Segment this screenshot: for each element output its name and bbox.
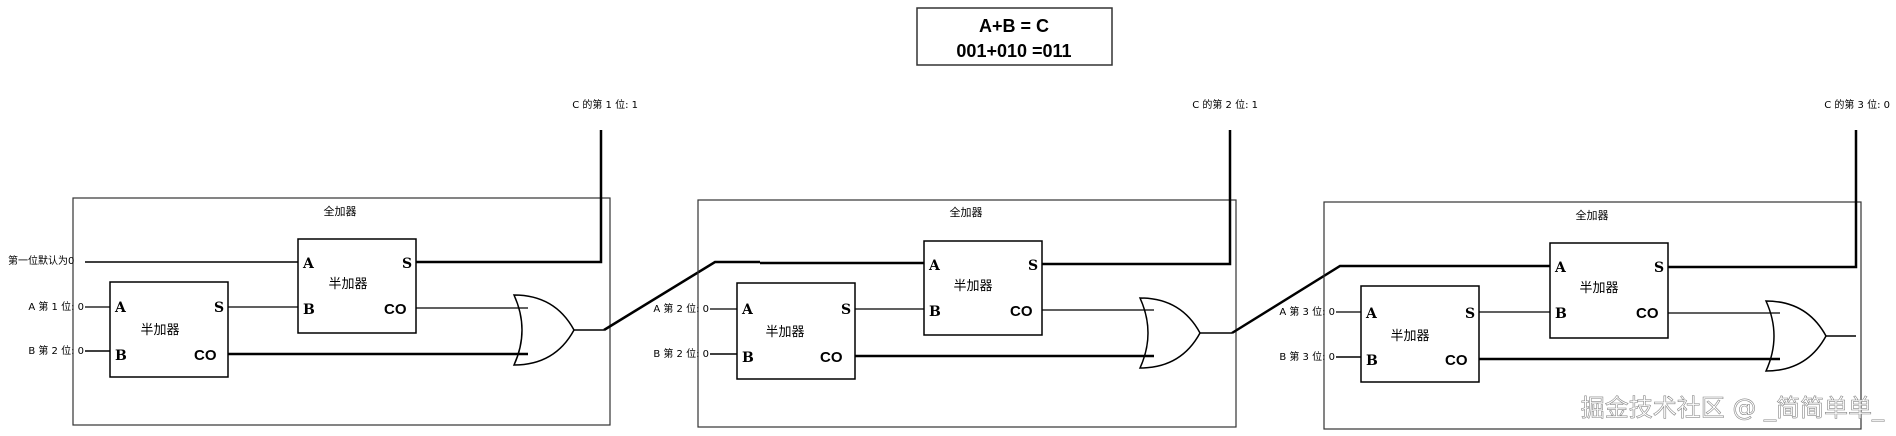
full-adder-label: 全加器 xyxy=(324,204,357,218)
pin-a-label: A xyxy=(741,302,754,318)
or-gate xyxy=(1138,297,1201,369)
output-label: C 的第 1 位: 1 xyxy=(572,98,638,111)
pin-a-label: A xyxy=(114,300,127,316)
full-adder-label: 全加器 xyxy=(950,205,983,219)
pin-co-label: CO xyxy=(1010,303,1033,320)
input-a-label: A 第 2 位: 0 xyxy=(653,302,709,315)
full-adder-2: 全加器 A B S CO 半加器 A B S CO 半加器 xyxy=(653,98,1385,428)
full-adder-3: 全加器 A B S CO 半加器 A B S CO 半加器 xyxy=(1279,98,1890,430)
pin-co-label: CO xyxy=(384,301,407,318)
title-example: 001+010 =011 xyxy=(956,41,1071,61)
input-a-label: A 第 1 位: 0 xyxy=(28,300,84,313)
pin-co-label: CO xyxy=(1445,352,1468,369)
pin-s-label: S xyxy=(841,302,851,318)
watermark: 掘金技术社区 @ _简简单单_ xyxy=(1581,394,1885,422)
pin-a-label: A xyxy=(302,256,315,272)
pin-s-label: S xyxy=(402,256,412,272)
pin-b-label: B xyxy=(1366,353,1378,369)
wires xyxy=(85,130,760,356)
full-adder-label: 全加器 xyxy=(1576,208,1609,222)
half-adder-label: 半加器 xyxy=(1390,329,1429,344)
pin-b-label: B xyxy=(115,348,127,364)
pin-s-label: S xyxy=(1028,258,1038,274)
pin-co-label: CO xyxy=(820,349,843,366)
input-b-label: B 第 3 位: 0 xyxy=(1279,350,1335,363)
full-adder-frame xyxy=(72,197,611,426)
half-adder-label: 半加器 xyxy=(328,277,367,292)
pin-b-label: B xyxy=(303,302,315,318)
title-equation: A+B = C xyxy=(979,16,1049,36)
half-adder-1: A B S CO 半加器 xyxy=(736,282,856,380)
input-a-label: A 第 3 位: 0 xyxy=(1279,305,1335,318)
pin-a-label: A xyxy=(928,258,941,274)
input-carry-label: 第一位默认为0 xyxy=(8,254,74,267)
half-adder-label: 半加器 xyxy=(765,325,804,340)
title-box: A+B = C 001+010 =011 xyxy=(916,7,1113,66)
output-label: C 的第 2 位: 1 xyxy=(1192,98,1258,111)
full-adder-frame xyxy=(1323,201,1862,430)
half-adder-2: A B S CO 半加器 xyxy=(1549,242,1669,339)
or-gate xyxy=(1764,300,1827,372)
pin-a-label: A xyxy=(1365,306,1378,322)
input-b-label: B 第 2 位: 0 xyxy=(28,344,84,357)
full-adder-frame xyxy=(697,199,1237,428)
half-adder-label: 半加器 xyxy=(1579,281,1618,296)
half-adder-label: 半加器 xyxy=(953,279,992,294)
wires xyxy=(710,130,1385,358)
input-b-label: B 第 2 位: 0 xyxy=(653,347,709,360)
pin-a-label: A xyxy=(1554,260,1567,276)
half-adder-2: A B S CO 半加器 xyxy=(297,238,417,334)
full-adder-1: 全加器 A B S CO 半加器 A B S CO 半加器 xyxy=(8,98,760,426)
pin-b-label: B xyxy=(742,350,754,366)
pin-s-label: S xyxy=(1465,306,1475,322)
pin-s-label: S xyxy=(1654,260,1664,276)
pin-b-label: B xyxy=(1555,306,1567,322)
pin-b-label: B xyxy=(929,304,941,320)
half-adder-1: A B S CO 半加器 xyxy=(1360,285,1480,383)
half-adder-1: A B S CO 半加器 xyxy=(109,281,229,378)
wires xyxy=(1336,130,1858,361)
pin-s-label: S xyxy=(214,300,224,316)
pin-co-label: CO xyxy=(1636,305,1659,322)
or-gate xyxy=(512,294,575,366)
output-label: C 的第 3 位: 0 xyxy=(1824,98,1890,111)
half-adder-2: A B S CO 半加器 xyxy=(923,240,1043,336)
pin-co-label: CO xyxy=(194,347,217,364)
half-adder-label: 半加器 xyxy=(140,323,179,338)
